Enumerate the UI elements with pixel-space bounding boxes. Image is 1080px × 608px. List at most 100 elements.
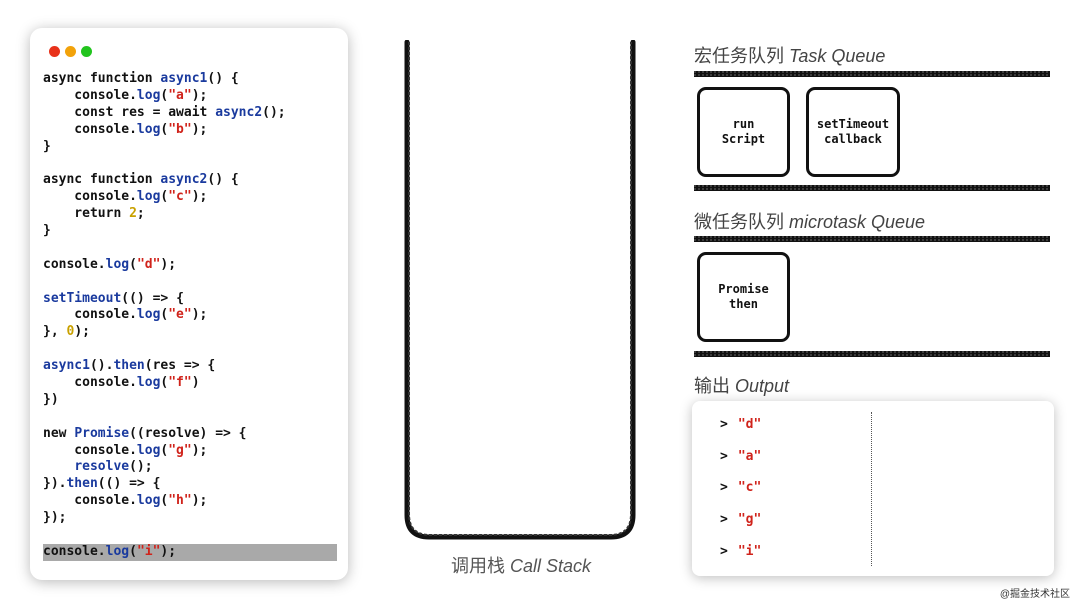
code-token <box>43 459 74 474</box>
code-line: }); <box>43 510 337 527</box>
code-token: (). <box>89 358 114 374</box>
code-token: ) <box>191 375 200 391</box>
code-token: resolve <box>74 459 130 475</box>
code-token: log <box>136 493 161 509</box>
code-token: Promise <box>74 425 130 441</box>
microtask-queue-title-cn: 微任务队列 <box>694 212 790 232</box>
output-prompt: > <box>720 480 728 496</box>
code-token: "f" <box>168 375 192 391</box>
code-line <box>43 155 337 172</box>
code-token: async2 <box>215 104 263 120</box>
code-line: console.log("a"); <box>43 88 337 105</box>
code-line: async1().then(res => { <box>43 358 337 375</box>
code-token: "g" <box>168 442 192 458</box>
code-token: log <box>136 121 161 137</box>
code-token: console. <box>43 442 137 458</box>
code-line: return 2; <box>43 206 337 223</box>
code-token: }). <box>43 476 67 492</box>
code-token: (() => { <box>121 290 184 306</box>
output-item: >"c" <box>720 472 761 504</box>
code-line: console.log("h"); <box>43 493 337 510</box>
code-token: log <box>136 189 161 205</box>
code-token: ( <box>160 87 169 103</box>
code-token: ); <box>191 493 208 509</box>
code-token: console. <box>43 375 137 391</box>
output-value: "i" <box>737 543 762 559</box>
code-line: }) <box>43 392 337 409</box>
task-item-line2: callback <box>824 132 882 146</box>
microtask-item-line1: Promise <box>718 282 769 296</box>
code-line: } <box>43 223 337 240</box>
microtask-queue-top-border <box>694 236 1050 242</box>
code-editor-window: async function async1() { console.log("a… <box>30 28 348 580</box>
code-token: "e" <box>168 307 192 323</box>
code-token: ( <box>129 256 137 272</box>
call-stack-label-cn: 调用栈 <box>450 556 510 576</box>
code-token: ( <box>129 543 137 559</box>
code-line: new Promise((resolve) => { <box>43 426 337 443</box>
output-prompt: > <box>720 448 728 464</box>
code-token: async1 <box>160 71 208 86</box>
code-token: log <box>136 442 161 458</box>
code-token: ( <box>160 307 169 323</box>
code-token: const res = await <box>43 104 216 120</box>
output-item: >"d" <box>720 409 761 441</box>
code-token: ); <box>191 442 208 458</box>
code-token: log <box>105 543 130 559</box>
code-line: async function async2() { <box>43 172 337 189</box>
code-token: ); <box>191 87 208 103</box>
code-token: log <box>136 87 161 103</box>
output-divider <box>871 412 872 566</box>
code-line: }).then(() => { <box>43 476 337 493</box>
output-item: > "i" <box>720 535 761 567</box>
code-token: ); <box>160 256 177 272</box>
code-token: ( <box>160 189 169 205</box>
code-line: console.log("e"); <box>43 307 337 324</box>
code-token: console. <box>43 543 106 559</box>
watermark: @掘金技术社区 <box>999 589 1070 600</box>
code-token: 2 <box>129 206 137 222</box>
microtask-queue-title: 微任务队列 microtask Queue <box>694 208 925 234</box>
code-token: "h" <box>168 493 192 509</box>
code-line <box>43 527 337 544</box>
code-token: ); <box>191 121 208 137</box>
output-value: "g" <box>737 512 762 528</box>
code-line: async function async1() { <box>43 71 337 88</box>
code-token: } <box>43 223 51 239</box>
code-token: async2 <box>160 172 208 188</box>
code-token: then <box>113 358 145 374</box>
code-token: "a" <box>168 87 192 103</box>
code-line: console.log("d"); <box>43 257 337 274</box>
code-token: ); <box>191 189 208 205</box>
code-token: 0 <box>66 324 75 340</box>
task-queue-title: 宏任务队列 Task Queue <box>694 42 885 68</box>
code-token: ( <box>160 121 169 137</box>
code-line: }, 0); <box>43 324 337 341</box>
microtask-queue-title-en: microtask Queue <box>789 212 926 232</box>
code-token: } <box>43 138 51 154</box>
output-title-en: Output <box>735 376 790 396</box>
task-item-line2: Script <box>721 132 766 146</box>
code-token: async1 <box>43 358 90 374</box>
code-line <box>43 341 337 358</box>
code-token: "d" <box>136 256 161 272</box>
code-token: console. <box>43 493 137 509</box>
minimize-dot-icon[interactable] <box>65 46 76 57</box>
maximize-dot-icon[interactable] <box>81 46 92 57</box>
code-token: console. <box>43 307 137 323</box>
code-token: async function <box>43 71 161 86</box>
code-line: console.log("b"); <box>43 122 337 139</box>
code-token: log <box>105 256 130 272</box>
output-item: >"g" <box>720 504 761 536</box>
code-token: return <box>43 206 130 222</box>
close-dot-icon[interactable] <box>49 46 60 57</box>
code-token: log <box>136 375 161 391</box>
code-token: setTimeout <box>43 290 122 306</box>
output-prompt: > <box>720 543 728 559</box>
code-token: "c" <box>168 189 192 205</box>
code-token: ( <box>160 442 169 458</box>
task-queue-title-cn: 宏任务队列 <box>694 46 790 66</box>
